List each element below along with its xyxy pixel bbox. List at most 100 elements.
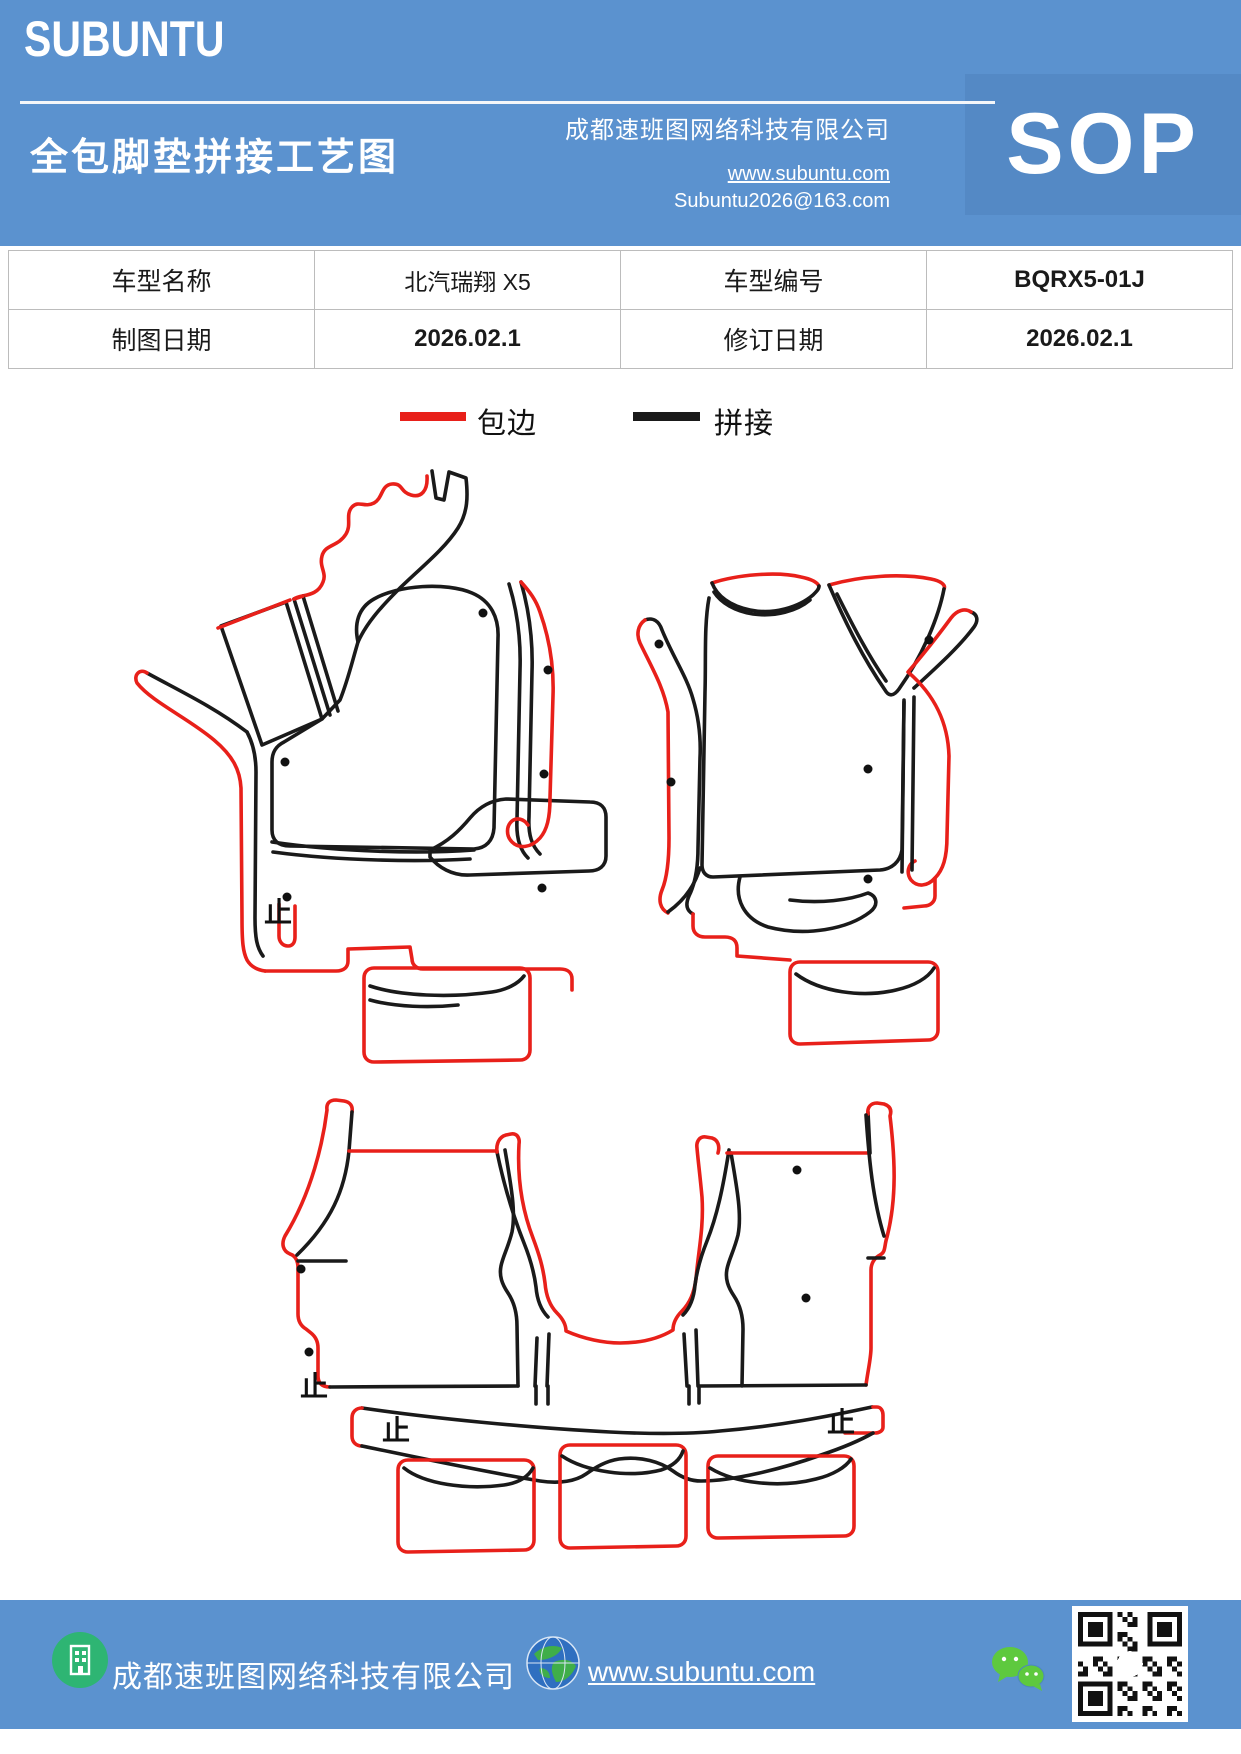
rear-mat-assembly: 止 止 止 [281,1098,896,1554]
splice-edge [912,610,979,690]
splice-seam [270,840,476,863]
position-dot [280,757,290,767]
splice-edge [710,581,821,614]
splice-edge [360,1405,874,1436]
splice-edge [534,1384,701,1406]
header-email: Subuntu2026@163.com [673,190,890,212]
binding-edge [710,572,821,588]
splice-edge [827,583,946,697]
binding-edge [216,598,292,630]
header-divider [20,101,995,104]
splice-seam [712,590,812,617]
header-website-link[interactable]: www.subuntu.com [727,163,890,185]
binding-edge [691,912,792,962]
binding-edge [281,1098,354,1389]
splice-edge [360,1431,875,1484]
binding-edge [843,1405,885,1435]
splice-edge [328,1384,520,1389]
binding-edge [350,1406,364,1448]
position-dot [792,1165,802,1175]
header-contact-block: 成都速班图网络科技有限公司 www.subuntu.com Subuntu202… [560,110,890,213]
header-company-name: 成都速班图网络科技有限公司 [565,117,890,144]
splice-edge [900,695,916,874]
stop-mark: 止 [827,1407,855,1438]
vehicle-code-value: BQRX5-01J [926,250,1233,310]
binding-edge [906,608,973,887]
draw-date-label: 制图日期 [8,309,315,369]
heel-pad-outline [788,960,940,1046]
position-dot [478,608,488,618]
splice-edge [295,1149,351,1263]
splice-edge [533,1328,700,1388]
footer-company-name: 成都速班图网络科技有限公司 [112,1661,515,1694]
splice-edge [428,797,608,877]
front-left-mat: 止 [134,469,608,1064]
company-logo: SUBUNTU [24,11,225,67]
page-title: 全包脚垫拼接工艺图 [30,137,400,179]
binding-edge [277,902,297,948]
splice-seam [560,1449,685,1476]
heel-pad-outline [396,1458,536,1554]
splice-seam [368,974,526,1009]
sop-badge: SOP [1006,96,1200,192]
stop-mark: 止 [300,1371,328,1402]
splice-edge [864,1113,886,1260]
splice-edge [698,1383,868,1388]
binding-edge [864,1101,896,1387]
splice-edge [347,1110,354,1153]
position-dot [539,769,549,779]
building-icon [52,1632,108,1688]
binding-edge [134,669,267,973]
position-dot [924,635,934,645]
position-dot [282,892,292,902]
binding-edge [263,945,574,992]
revise-date-label: 修订日期 [620,309,927,369]
position-dot [654,639,664,649]
legend-splice-swatch [633,412,700,421]
revise-date-value: 2026.02.1 [926,309,1233,369]
footer-website-link[interactable]: www.subuntu.com [588,1656,816,1687]
splice-edge [681,1148,731,1317]
binding-edge [902,876,937,910]
splice-edge [498,1148,520,1388]
splice-edge [245,730,265,958]
splice-edge [700,596,906,879]
draw-date-value: 2026.02.1 [314,309,621,369]
binding-edge [495,1132,721,1345]
position-dot [296,1264,306,1274]
heel-pad-outline [558,1443,688,1550]
binding-edge [292,594,305,601]
stop-mark: 止 [264,897,292,928]
binding-edge [292,474,429,601]
splice-edge [507,580,542,860]
legend-binding-swatch [400,412,466,421]
splice-edge [724,1151,745,1388]
splice-edge [145,671,249,734]
vehicle-name-value: 北汽瑞翔 X5 [314,250,621,310]
splice-edge [643,617,703,916]
position-dot [801,1293,811,1303]
position-dot [304,1347,314,1357]
stop-mark: 止 [382,1415,410,1446]
front-right-mat [636,572,979,1046]
table-row: 车型名称 北汽瑞翔 X5 车型编号 BQRX5-01J [8,250,1233,310]
sop-badge-panel: SOP [965,74,1241,215]
table-row: 制图日期 2026.02.1 修订日期 2026.02.1 [8,309,1233,369]
footer-band [0,1600,1241,1729]
splice-edge [356,469,469,644]
qr-center-logo [1117,1651,1143,1677]
binding-edge [505,580,555,849]
splice-seam [402,1466,535,1489]
position-dot [537,883,547,893]
legend-splice-label: 拼接 [714,408,775,440]
heel-pad-outline [706,1454,856,1540]
splice-seam [794,966,936,996]
globe-icon [524,1634,582,1697]
binding-edge [636,618,671,915]
splice-edge [270,584,500,851]
heel-pad-outline [362,966,532,1064]
splice-edge [292,594,340,717]
vehicle-code-label: 车型编号 [620,250,927,310]
vehicle-info-table: 车型名称 北汽瑞翔 X5 车型编号 BQRX5-01J 制图日期 2026.02… [8,250,1233,369]
